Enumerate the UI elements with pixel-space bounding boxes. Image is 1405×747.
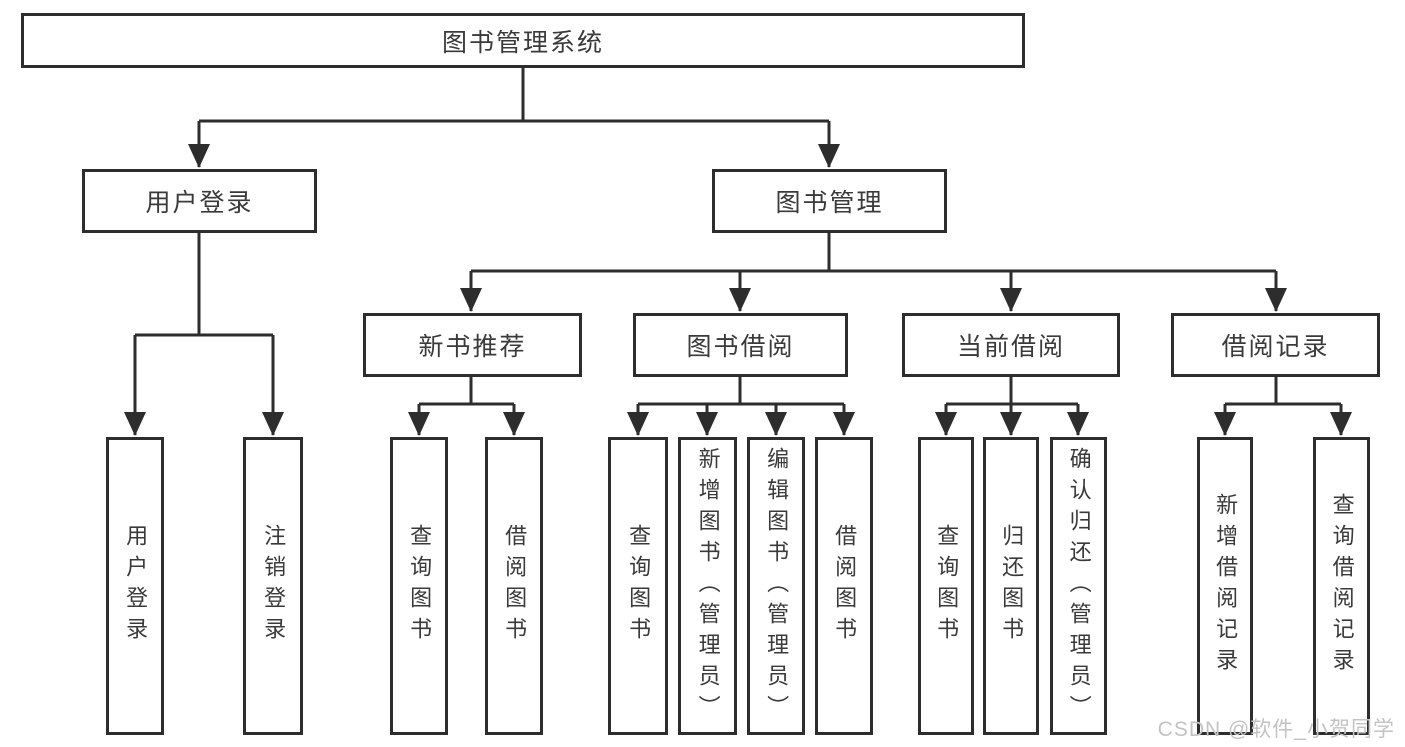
leaf-add-book-admin: 新增图书（管理员） [678,437,737,735]
leaf-return-books: 归还图书 [983,437,1039,735]
leaf-user-login: 用户登录 [106,437,164,735]
leaf-edit-book-admin: 编辑图书（管理员） [747,437,805,735]
csdn-watermark: CSDN @软件_小贺同学 [1157,718,1395,741]
leaf-query-books-borrow: 查询图书 [608,437,668,735]
leaf-query-borrow-record: 查询借阅记录 [1313,437,1370,735]
node-current-borrow: 当前借阅 [902,313,1120,377]
leaf-add-borrow-record: 新增借阅记录 [1197,437,1253,735]
node-book-management: 图书管理 [712,169,947,233]
leaf-query-books-current: 查询图书 [918,437,974,735]
node-library-system: 图书管理系统 [21,13,1025,68]
leaf-confirm-return-admin: 确认归还（管理员） [1050,437,1107,735]
leaf-query-books-recommend: 查询图书 [390,437,448,735]
node-book-borrow: 图书借阅 [633,313,848,377]
node-new-book-recommend: 新书推荐 [363,313,582,377]
leaf-borrow-books: 借阅图书 [815,437,873,735]
node-user-login: 用户登录 [82,169,317,233]
leaf-borrow-books-recommend: 借阅图书 [485,437,543,735]
leaf-logout: 注销登录 [243,437,303,735]
node-borrow-records: 借阅记录 [1171,313,1380,377]
